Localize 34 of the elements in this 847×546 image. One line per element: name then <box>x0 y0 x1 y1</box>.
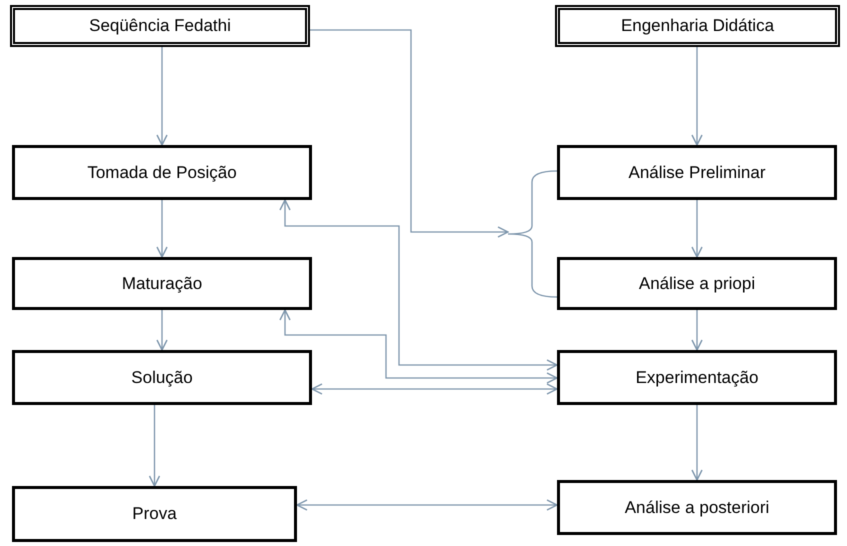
arrow <box>691 200 703 258</box>
arrow <box>279 309 558 384</box>
box-label: Experimentação <box>636 366 758 389</box>
brace <box>507 170 557 298</box>
box-label: Análise a posteriori <box>624 496 770 519</box>
arrow <box>691 310 703 351</box>
process-box <box>12 257 312 310</box>
box-label: Análise Preliminar <box>628 162 766 184</box>
arrow <box>156 310 168 351</box>
arrow <box>310 29 509 238</box>
process-box <box>12 350 312 405</box>
arrow <box>148 405 160 487</box>
box-label: Análise a priopi <box>638 272 756 295</box>
process-box <box>10 5 310 47</box>
process-box <box>557 480 837 535</box>
arrow <box>296 499 558 511</box>
box-label: Prova <box>132 503 177 526</box>
box-label: Engenharia Didática <box>620 15 774 38</box>
box-label: Solução <box>131 366 193 389</box>
process-box <box>12 486 297 542</box>
arrow <box>311 383 558 395</box>
arrow <box>279 199 558 371</box>
box-label: Maturação <box>122 272 202 295</box>
process-box <box>557 350 837 405</box>
arrow <box>156 47 168 146</box>
arrow <box>691 405 703 481</box>
box-label: Seqüência Fedathi <box>89 15 231 38</box>
process-box <box>557 257 837 310</box>
process-box <box>12 145 312 200</box>
arrow <box>156 200 168 258</box>
arrow <box>691 47 703 146</box>
process-box <box>555 5 840 47</box>
process-box <box>557 145 837 200</box>
box-label: Tomada de Posição <box>87 162 237 184</box>
